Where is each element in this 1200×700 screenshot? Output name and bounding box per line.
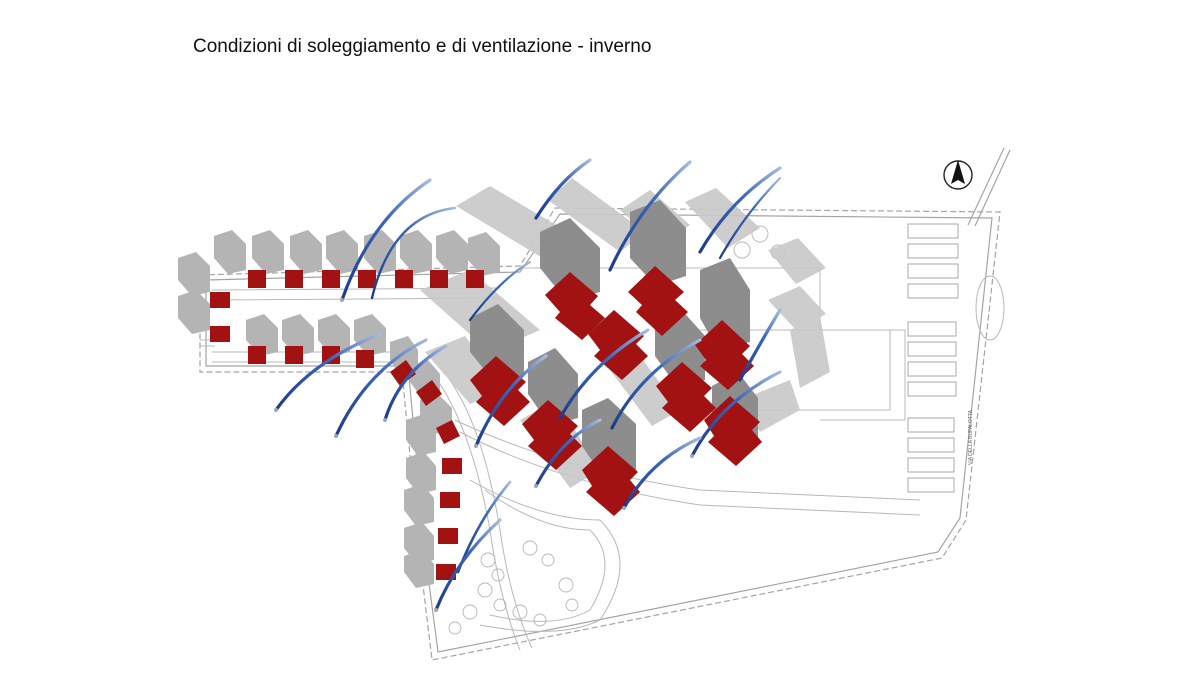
page-title: Condizioni di soleggiamento e di ventila…	[193, 36, 652, 57]
wind-flow-arrows	[274, 158, 782, 612]
building-footprints	[210, 266, 762, 580]
rowhouse-shadows	[178, 230, 500, 588]
street-label: VIA DELLA BUFALOTTA	[968, 409, 974, 465]
site-roads-and-paths	[200, 267, 1005, 651]
north-arrow-icon	[943, 160, 973, 190]
wind-arrow-origins	[274, 298, 694, 612]
parking-stalls	[907, 223, 959, 493]
